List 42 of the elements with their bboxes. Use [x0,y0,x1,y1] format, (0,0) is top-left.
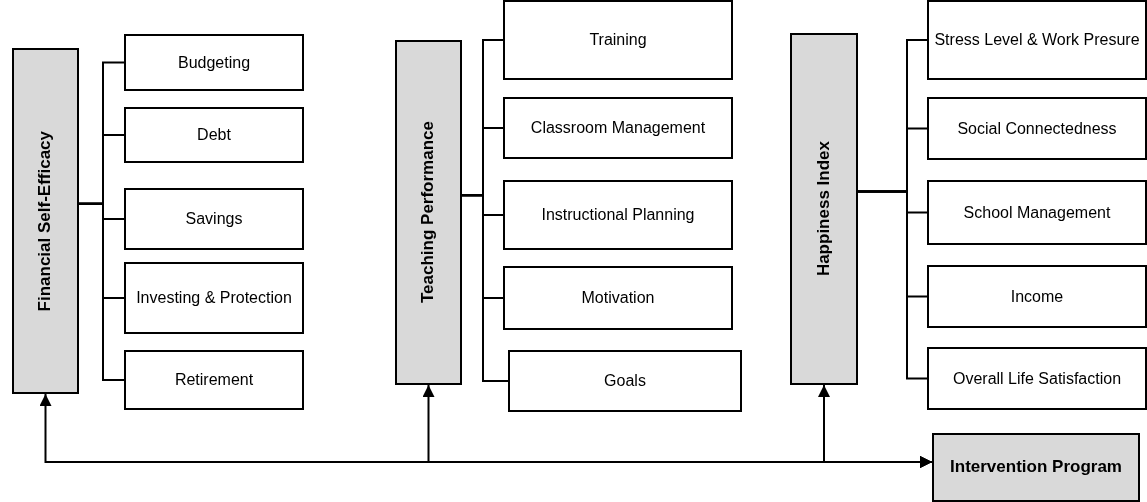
item-box [124,262,304,334]
item-box [503,180,733,250]
connector-line [857,190,928,380]
item-label: Instructional Planning [540,205,696,226]
item-box [503,266,733,330]
category-label: Financial Self-Efficacy [34,129,56,314]
item-label: Social Connectedness [956,118,1118,139]
item-label: Income [1009,286,1065,307]
item-box [124,107,304,163]
category-label: Teaching Performance [417,120,439,306]
connector-line [461,194,509,382]
item-box [124,188,304,250]
item-label: Savings [184,209,244,230]
item-label: School Management [962,202,1112,223]
item-label: Motivation [580,288,656,309]
item-box [503,97,733,159]
item-label: Debt [196,125,232,146]
item-box [124,34,304,91]
item-box [927,97,1147,160]
item-label: Retirement [173,370,255,391]
item-label: Investing & Protection [135,288,293,309]
item-box [124,350,304,410]
category-box [932,433,1140,502]
item-box [927,265,1147,328]
category-box [395,40,462,385]
category-label: Happiness Index [812,140,834,279]
category-box [12,48,79,394]
item-box [927,180,1147,245]
category-label: Intervention Program [949,456,1123,479]
item-label: Overall Life Satisfaction [951,368,1123,389]
item-label: Stress Level & Work Presure [933,30,1141,51]
item-box [503,0,733,80]
item-label: Budgeting [176,52,252,73]
item-box [927,347,1147,410]
item-box [508,350,742,412]
arrow [818,384,933,468]
item-label: Classroom Management [529,118,707,139]
category-box [790,33,858,385]
connector-line [78,202,125,381]
item-label: Training [588,30,648,51]
item-label: Goals [603,371,647,392]
item-box [927,0,1147,80]
